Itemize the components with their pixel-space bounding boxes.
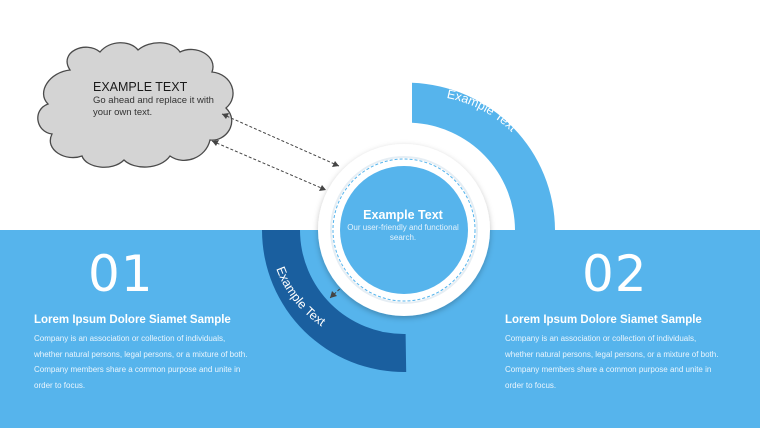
center-text: Example Text Our user-friendly and funct… xyxy=(344,208,462,243)
inner-ring-shade xyxy=(330,156,478,304)
cloud-title: EXAMPLE TEXT xyxy=(93,80,188,94)
cloud-shape xyxy=(37,42,234,168)
center-title: Example Text xyxy=(363,208,443,222)
step-block-2: Lorem Ipsum Dolore Siamet Sample Company… xyxy=(505,313,725,393)
step-number-1: 01 xyxy=(88,245,154,303)
center-body: Our user-friendly and functional search. xyxy=(347,223,459,242)
step-title-1: Lorem Ipsum Dolore Siamet Sample xyxy=(34,314,231,326)
cloud-body: Go ahead and replace it with your own te… xyxy=(93,95,214,118)
step-body-2: Company is an association or collection … xyxy=(505,334,719,390)
center-circle xyxy=(340,166,468,294)
step-title-2: Lorem Ipsum Dolore Siamet Sample xyxy=(505,314,702,326)
upper-arc xyxy=(412,82,555,230)
step-block-1: Lorem Ipsum Dolore Siamet Sample Company… xyxy=(34,313,254,393)
cloud-text: EXAMPLE TEXT Go ahead and replace it wit… xyxy=(93,80,223,119)
arrow-heads xyxy=(212,113,339,298)
step-body-1: Company is an association or collection … xyxy=(34,334,248,390)
center-dashed-ring xyxy=(332,158,476,302)
lower-arc xyxy=(262,230,407,373)
step-number-2: 02 xyxy=(582,245,648,303)
